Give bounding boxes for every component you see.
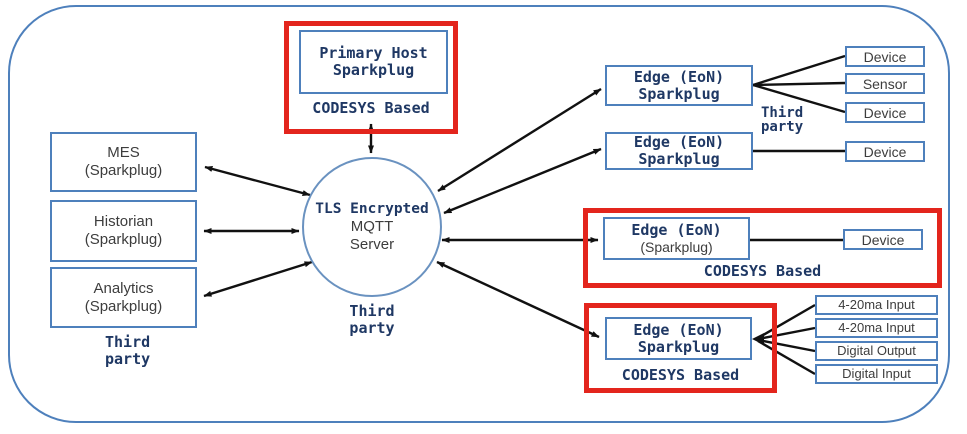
io2-node: 4-20ma Input	[815, 318, 938, 338]
io1-node: 4-20ma Input	[815, 295, 938, 315]
server-third-party-line1: Third	[349, 302, 395, 320]
edge-top2-label-line1: Edge (EoN)	[633, 133, 725, 151]
analytics-label-line1: Analytics	[93, 279, 154, 297]
left-third-party-caption: Third party	[105, 334, 197, 368]
io2-label: 4-20ma Input	[838, 320, 915, 335]
historian-node: Historian (Sparkplug)	[50, 200, 197, 262]
server-label-line3: Server	[349, 235, 395, 253]
edge-top1-node: Edge (EoN) Sparkplug	[605, 65, 753, 106]
right-third-party-line1: Third	[761, 105, 804, 121]
sensor-node: Sensor	[845, 73, 925, 94]
device4-label: Device	[861, 231, 905, 248]
device3-node: Device	[845, 141, 925, 162]
server-label-line2: MQTT	[350, 217, 394, 235]
io4-label: Digital Input	[842, 366, 911, 381]
right-third-party-line2: party	[761, 119, 804, 135]
right-third-party-caption: Third party	[761, 106, 831, 134]
io3-label: Digital Output	[837, 343, 916, 358]
primary-host-label-line2: Sparkplug	[332, 61, 415, 79]
edge-mid-label-line1: Edge (EoN)	[631, 221, 722, 239]
device3-label: Device	[863, 143, 907, 160]
primary-host-node: Primary Host Sparkplug	[299, 30, 448, 94]
left-third-party-line2: party	[105, 350, 151, 368]
left-third-party-line1: Third	[105, 333, 151, 351]
edge-top2-label-line2: Sparkplug	[638, 150, 720, 168]
historian-label-line2: (Sparkplug)	[84, 231, 163, 248]
analytics-node: Analytics (Sparkplug)	[50, 267, 197, 328]
mes-node: MES (Sparkplug)	[50, 132, 197, 192]
edge-mid-node: Edge (EoN) (Sparkplug)	[603, 217, 750, 260]
device2-node: Device	[845, 102, 925, 123]
edge-top1-label-line2: Sparkplug	[638, 84, 720, 103]
edge-bottom-highlight-box	[584, 303, 777, 393]
historian-label-line1: Historian	[93, 213, 154, 230]
mes-label-line1: MES	[107, 144, 140, 161]
diagram-outer-border	[8, 5, 950, 423]
device1-label: Device	[863, 48, 907, 65]
edge-bottom-label-line2: Sparkplug	[637, 337, 720, 356]
edge-mid-highlight-box	[583, 208, 942, 288]
edge-top1-label-line1: Edge (EoN)	[633, 67, 725, 86]
server-third-party-line2: party	[349, 319, 395, 337]
analytics-label-line2: (Sparkplug)	[84, 297, 163, 315]
edge-top2-node: Edge (EoN) Sparkplug	[605, 132, 753, 170]
edge-mid-caption: CODESYS Based	[703, 262, 822, 280]
io3-node: Digital Output	[815, 341, 938, 361]
sensor-label: Sensor	[862, 75, 908, 92]
device1-node: Device	[845, 46, 925, 67]
edge-bottom-node: Edge (EoN) Sparkplug	[605, 317, 752, 360]
io1-label: 4-20ma Input	[838, 297, 915, 312]
edge-bottom-caption: CODESYS Based	[621, 366, 740, 384]
primary-host-highlight-box	[284, 21, 458, 134]
primary-host-caption: CODESYS Based	[312, 99, 430, 117]
server-label-line1: TLS Encrypted	[315, 200, 429, 217]
mqtt-server-node: TLS Encrypted MQTT Server	[302, 157, 442, 297]
edge-mid-label-line2: (Sparkplug)	[640, 239, 713, 255]
primary-host-label-line1: Primary Host	[319, 44, 428, 62]
device2-label: Device	[863, 104, 907, 121]
edge-bottom-label-line1: Edge (EoN)	[633, 320, 724, 339]
mes-label-line2: (Sparkplug)	[84, 162, 163, 179]
server-third-party-caption: Third party	[302, 303, 442, 337]
device4-node: Device	[843, 229, 923, 250]
io4-node: Digital Input	[815, 364, 938, 384]
